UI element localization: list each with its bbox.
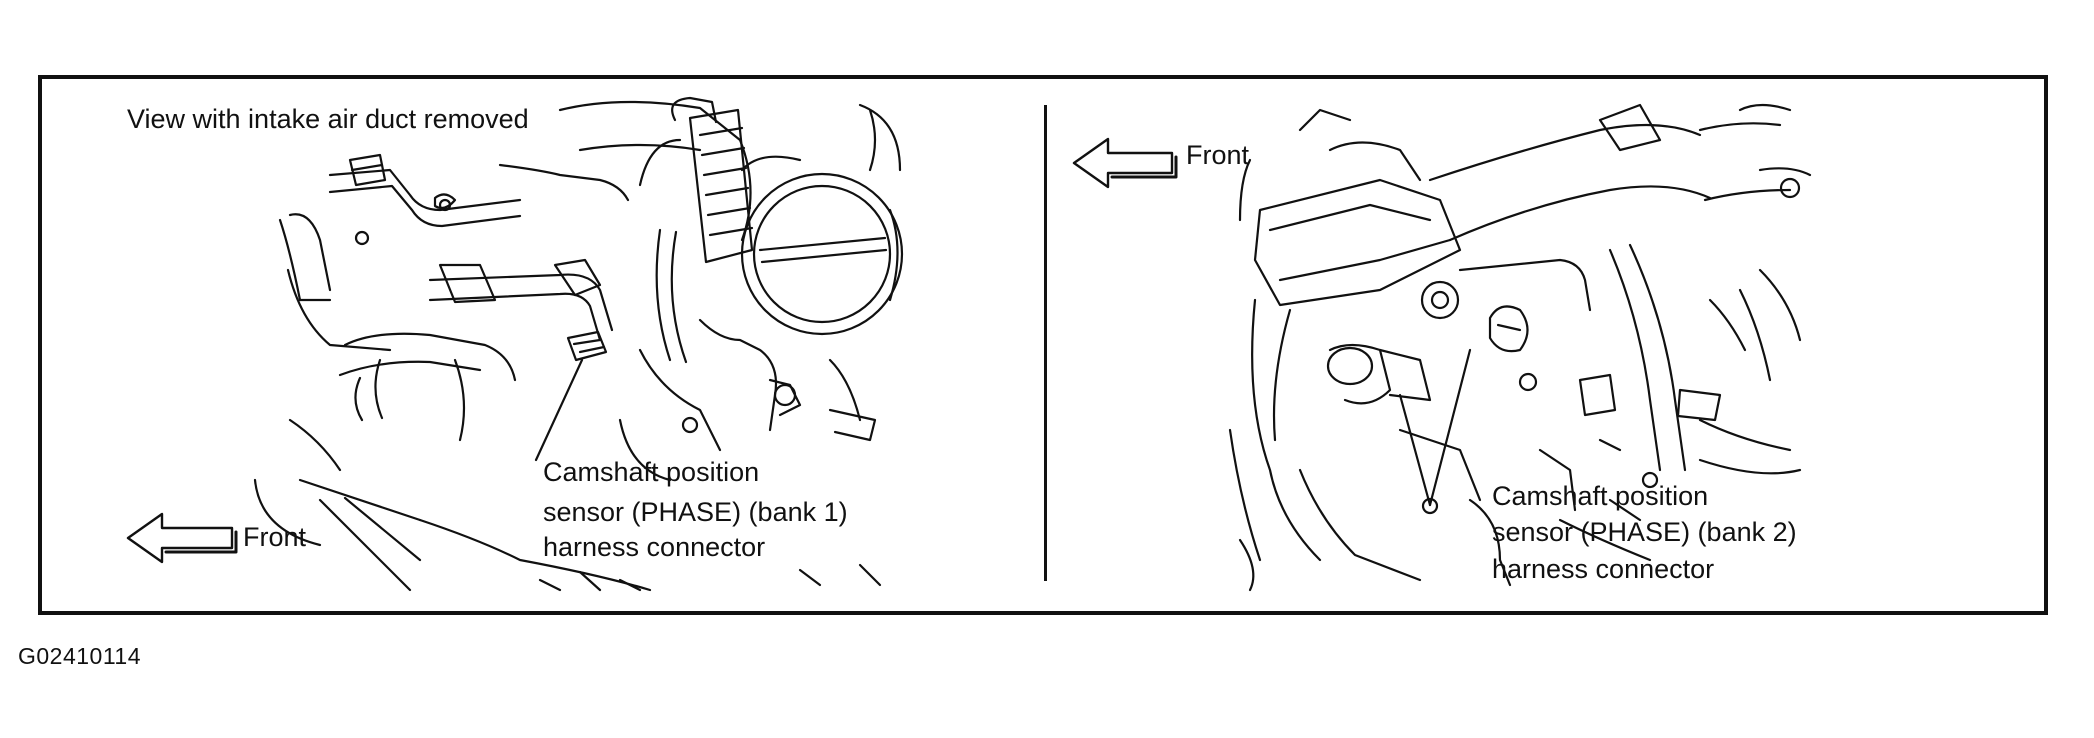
right-front-label: Front [1186, 140, 1250, 170]
bank1-leader-line [534, 358, 584, 462]
diagram-frame [38, 75, 2048, 615]
left-front-label: Front [243, 522, 307, 552]
left-view-note: View with intake air duct removed [127, 104, 529, 134]
bank2-connector [1488, 305, 1529, 353]
right-front-arrow-icon [1072, 137, 1178, 189]
left-engine-illustration [253, 96, 904, 592]
right-sensor-label-line-2: sensor (PHASE) (bank 2) [1492, 517, 1797, 547]
outlet-pipe-opening [1326, 346, 1374, 386]
bank1-connector [566, 330, 608, 362]
right-engine-illustration [1228, 103, 1812, 592]
left-sensor-label-line-2: sensor (PHASE) (bank 1) [543, 497, 848, 527]
figure-id: G02410114 [18, 643, 142, 669]
right-sensor-label-line-1: Camshaft position [1492, 481, 1709, 511]
bank2-leader-line [1398, 393, 1432, 507]
throttle-body-outer [740, 172, 904, 336]
left-sensor-label-line-1: Camshaft position [543, 457, 760, 487]
left-front-arrow-icon [126, 512, 238, 564]
panel-divider [1044, 105, 1047, 581]
right-sensor-label-line-3: harness connector [1492, 554, 1715, 584]
left-sensor-label-line-3: harness connector [543, 532, 766, 562]
